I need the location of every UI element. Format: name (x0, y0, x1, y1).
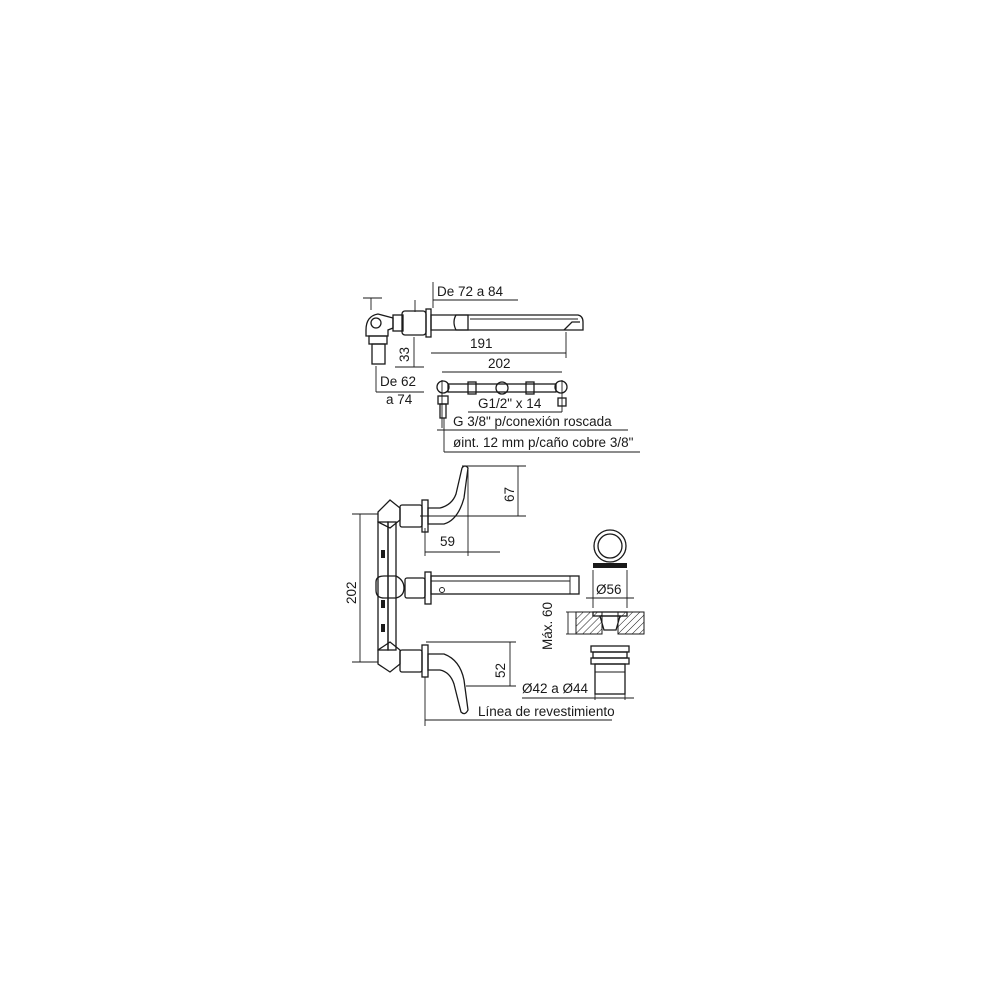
spout-length-label: 191 (470, 336, 493, 351)
frame-top-elbow (377, 499, 401, 529)
side-spout (430, 314, 584, 331)
side-view: De 72 a 84 191 33 De 62 a 74 (363, 282, 584, 407)
side-inlet-pipe (371, 343, 386, 365)
rosette-diameter-label: Ø56 (596, 582, 622, 597)
inlet-thread-label: G1/2" x 14 (478, 396, 542, 411)
side-wall-plate (425, 308, 432, 338)
plan-manifold-bar (447, 383, 557, 393)
max-thickness-label: Máx. 60 (540, 602, 555, 650)
rosette-base (593, 563, 627, 568)
handle-top-label: 67 (502, 487, 517, 502)
body-nut-2 (592, 651, 628, 659)
frame-slot-2 (381, 600, 385, 608)
side-elbow-ring (370, 317, 382, 329)
connection-thread-label: G 3/8" p/conexión roscada (453, 414, 612, 429)
front-spout-screw (439, 587, 445, 593)
base-depth-label-1: De 62 (380, 374, 416, 389)
rough-in-plan: 202 G1/2" x 14 G 3/8" p/conexión roscada… (436, 356, 640, 453)
plan-center-outlet (495, 381, 509, 395)
wall-section-right (617, 611, 645, 635)
rosette-outer (593, 529, 627, 563)
side-spout-tip (563, 321, 580, 331)
wall-line-label: Línea de revestimiento (478, 704, 615, 719)
plan-inlet-nut (437, 395, 449, 405)
front-spout (430, 575, 580, 595)
front-view: 202 67 59 52 Línea de revestimiento (344, 465, 615, 726)
body-cylinder (594, 663, 626, 695)
top-valve-body (399, 504, 423, 528)
wall-section-left (575, 611, 603, 635)
handle-bottom-label: 52 (493, 663, 508, 678)
frame-slot-1 (381, 550, 385, 558)
handle-depth-label: 59 (440, 534, 455, 549)
plan-left-valve (436, 380, 450, 394)
pipe-diameter-label: øint. 12 mm p/caño cobre 3/8" (453, 435, 634, 450)
frame-slot-3 (381, 624, 385, 632)
frame-center-outlet (375, 575, 405, 599)
side-inlet-nut (368, 335, 388, 345)
bottom-handle (427, 653, 469, 715)
plan-spacing-label: 202 (488, 356, 511, 371)
plan-clip-2 (525, 381, 535, 395)
hole-diameter-label: Ø42 a Ø44 (522, 681, 589, 696)
plan-right-valve (554, 380, 568, 394)
installation-section: Ø56 Máx. 60 Ø42 a Ø44 (522, 529, 645, 700)
side-spout-base (453, 314, 469, 331)
side-valve-body (401, 310, 427, 336)
top-handle (427, 465, 469, 525)
spout-valve-body (404, 577, 426, 599)
spout-rosette (424, 571, 432, 605)
side-height-label: 33 (397, 347, 412, 362)
body-nut-3 (590, 657, 630, 665)
top-depth-label: De 72 a 84 (437, 284, 504, 299)
bottom-rosette (421, 644, 429, 678)
section-cone (599, 615, 621, 631)
base-depth-label-2: a 74 (386, 392, 413, 407)
front-spacing-label: 202 (344, 581, 359, 604)
plan-inlet-pipe (439, 403, 447, 419)
plan-clip-1 (467, 381, 477, 395)
frame-right-rail (387, 521, 397, 651)
side-elbow (365, 313, 394, 337)
body-nut-1 (590, 645, 630, 653)
rosette-inner (597, 533, 623, 559)
plan-right-cap (557, 397, 567, 407)
frame-bottom-elbow (377, 641, 401, 673)
bottom-valve-body (399, 649, 423, 673)
